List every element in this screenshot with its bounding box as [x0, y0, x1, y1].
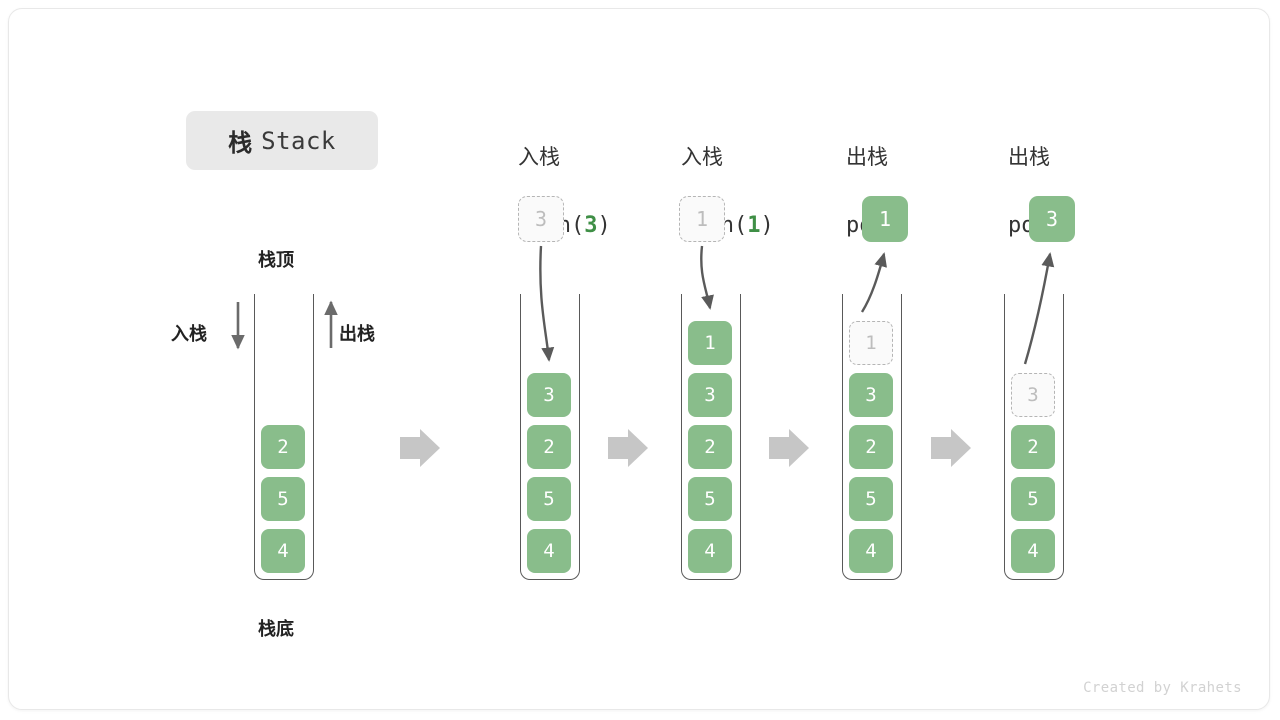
stack-cell: 4: [849, 529, 893, 573]
stack-container-pop-3: 3 2 5 4: [1004, 294, 1064, 580]
stack-bottom-label: 栈底: [258, 619, 294, 639]
stack-cell: 5: [261, 477, 305, 521]
column-header-push-3: 入栈 push(3): [518, 107, 688, 279]
page-title-cn: 栈: [228, 130, 253, 157]
stack-container-initial: 2 5 4: [254, 294, 314, 580]
stack-cell: 2: [261, 425, 305, 469]
column-header-cn: 出栈: [846, 146, 888, 169]
stack-cell: 2: [527, 425, 571, 469]
stack-container-push-3: 3 2 5 4: [520, 294, 580, 580]
stack-cell: 4: [527, 529, 571, 573]
attribution-footer: Created by Krahets: [1083, 680, 1242, 696]
stack-cell: 4: [688, 529, 732, 573]
stack-cell: 2: [1011, 425, 1055, 469]
floating-element-pop-3: 3: [1029, 196, 1075, 242]
stack-cell: 1: [688, 321, 732, 365]
stack-walls: [681, 294, 741, 580]
stack-cell: 5: [1011, 477, 1055, 521]
floating-element-push-1: 1: [679, 196, 725, 242]
code-argument: 3: [584, 213, 598, 238]
page-title-en: Stack: [261, 126, 336, 155]
stack-cell-removed: 1: [849, 321, 893, 365]
floating-element-push-3: 3: [518, 196, 564, 242]
stack-cell: 2: [688, 425, 732, 469]
code-argument: 1: [747, 213, 761, 238]
stack-walls: [1004, 294, 1064, 580]
stack-cell: 4: [261, 529, 305, 573]
column-header-pop-1: 出栈 pop(): [846, 107, 1016, 279]
stack-cell: 5: [527, 477, 571, 521]
column-header-push-1: 入栈 push(1): [681, 107, 851, 279]
figure-title-chip: 栈 Stack: [186, 111, 378, 170]
stack-container-pop-1: 1 3 2 5 4: [842, 294, 902, 580]
code-suffix: ): [760, 213, 774, 238]
stack-walls: [520, 294, 580, 580]
column-header-cn: 入栈: [518, 146, 560, 169]
stack-cell: 3: [688, 373, 732, 417]
pop-legend-label: 出栈: [339, 324, 375, 344]
code-suffix: ): [597, 213, 611, 238]
stack-cell-removed: 3: [1011, 373, 1055, 417]
column-header-cn: 出栈: [1008, 146, 1050, 169]
column-header-cn: 入栈: [681, 146, 723, 169]
stack-cell: 4: [1011, 529, 1055, 573]
stack-walls: [254, 294, 314, 580]
stack-cell: 3: [849, 373, 893, 417]
floating-element-pop-1: 1: [862, 196, 908, 242]
stack-cell: 3: [527, 373, 571, 417]
stack-cell: 5: [688, 477, 732, 521]
stack-walls: [842, 294, 902, 580]
push-legend-label: 入栈: [171, 324, 207, 344]
stack-container-push-1: 1 3 2 5 4: [681, 294, 741, 580]
column-header-pop-3: 出栈 pop(): [1008, 107, 1178, 279]
stack-cell: 2: [849, 425, 893, 469]
stack-cell: 5: [849, 477, 893, 521]
stack-top-label: 栈顶: [258, 250, 294, 270]
